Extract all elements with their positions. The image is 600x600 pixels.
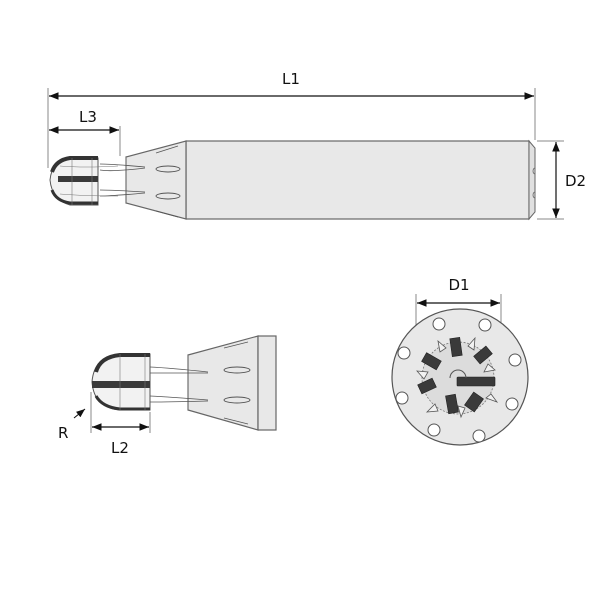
d2-label: D2 xyxy=(565,172,586,190)
shank-chamfer xyxy=(528,139,536,221)
cutting-inserts xyxy=(417,337,496,415)
l1-label: L1 xyxy=(282,70,300,88)
d1-label: D1 xyxy=(448,276,469,294)
r-label: R xyxy=(58,424,68,442)
side-view: L1 L3 xyxy=(47,70,586,221)
coolant-holes xyxy=(395,317,522,443)
l3-label: L3 xyxy=(79,108,97,126)
detail-neck xyxy=(187,335,259,431)
l2-label: L2 xyxy=(111,439,129,457)
detail-view: R L2 xyxy=(58,335,277,457)
cutting-head xyxy=(49,156,146,206)
flute-tips xyxy=(416,336,499,419)
center-point xyxy=(449,369,467,379)
end-view: D1 xyxy=(391,276,529,446)
r-arrow xyxy=(73,408,86,419)
shank xyxy=(185,140,530,220)
